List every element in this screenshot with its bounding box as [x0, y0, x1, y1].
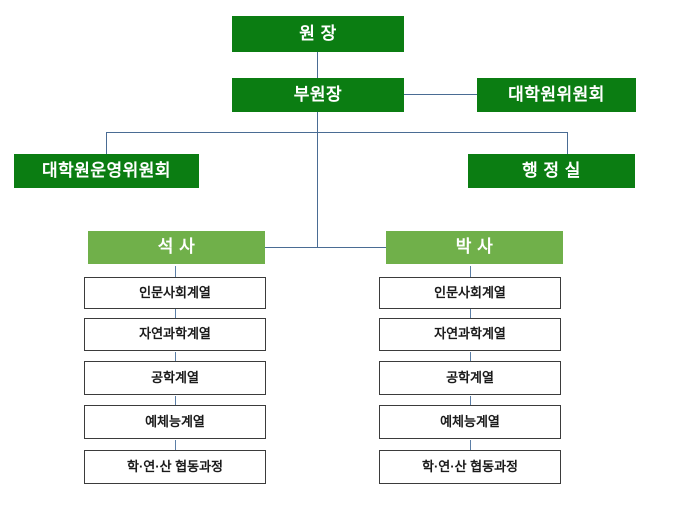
- connector-masters-2: [175, 308, 177, 319]
- connector-doctoral-4: [470, 396, 472, 406]
- connector-doctoral-3: [470, 352, 472, 362]
- node-graduate-steering-committee[interactable]: 대학원운영위원회: [14, 154, 199, 188]
- node-doctoral-program-2[interactable]: 자연과학계열: [379, 318, 561, 351]
- node-masters[interactable]: 석 사: [88, 231, 265, 264]
- node-masters-program-2[interactable]: 자연과학계열: [84, 318, 266, 351]
- connector-bus-degrees: [264, 247, 387, 249]
- node-doctoral-program-1[interactable]: 인문사회계열: [379, 277, 561, 309]
- node-masters-program-3[interactable]: 공학계열: [84, 361, 266, 395]
- connector-doctoral-1: [470, 266, 472, 278]
- node-doctoral-program-3[interactable]: 공학계열: [379, 361, 561, 395]
- node-vice-director[interactable]: 부원장: [232, 78, 404, 112]
- node-graduate-committee[interactable]: 대학원위원회: [477, 78, 636, 112]
- node-doctoral[interactable]: 박 사: [386, 231, 563, 264]
- node-masters-program-1[interactable]: 인문사회계열: [84, 277, 266, 309]
- node-doctoral-program-4[interactable]: 예체능계열: [379, 405, 561, 439]
- connector-drop-steering-committee: [106, 132, 108, 154]
- node-masters-program-4[interactable]: 예체능계열: [84, 405, 266, 439]
- connector-vice-trunk: [317, 112, 319, 248]
- connector-doctoral-5: [470, 440, 472, 451]
- connector-doctoral-2: [470, 308, 472, 319]
- node-director[interactable]: 원 장: [232, 16, 404, 52]
- connector-drop-admin-office: [567, 132, 569, 154]
- connector-masters-4: [175, 396, 177, 406]
- connector-masters-1: [175, 266, 177, 278]
- connector-director-to-vice: [317, 52, 319, 80]
- connector-vice-to-graduate-committee: [355, 94, 480, 96]
- node-admin-office[interactable]: 행 정 실: [468, 154, 635, 188]
- connector-masters-5: [175, 440, 177, 451]
- connector-masters-3: [175, 352, 177, 362]
- node-masters-program-5[interactable]: 학·연·산 협동과정: [84, 450, 266, 484]
- connector-bus-committees: [106, 132, 568, 134]
- node-doctoral-program-5[interactable]: 학·연·산 협동과정: [379, 450, 561, 484]
